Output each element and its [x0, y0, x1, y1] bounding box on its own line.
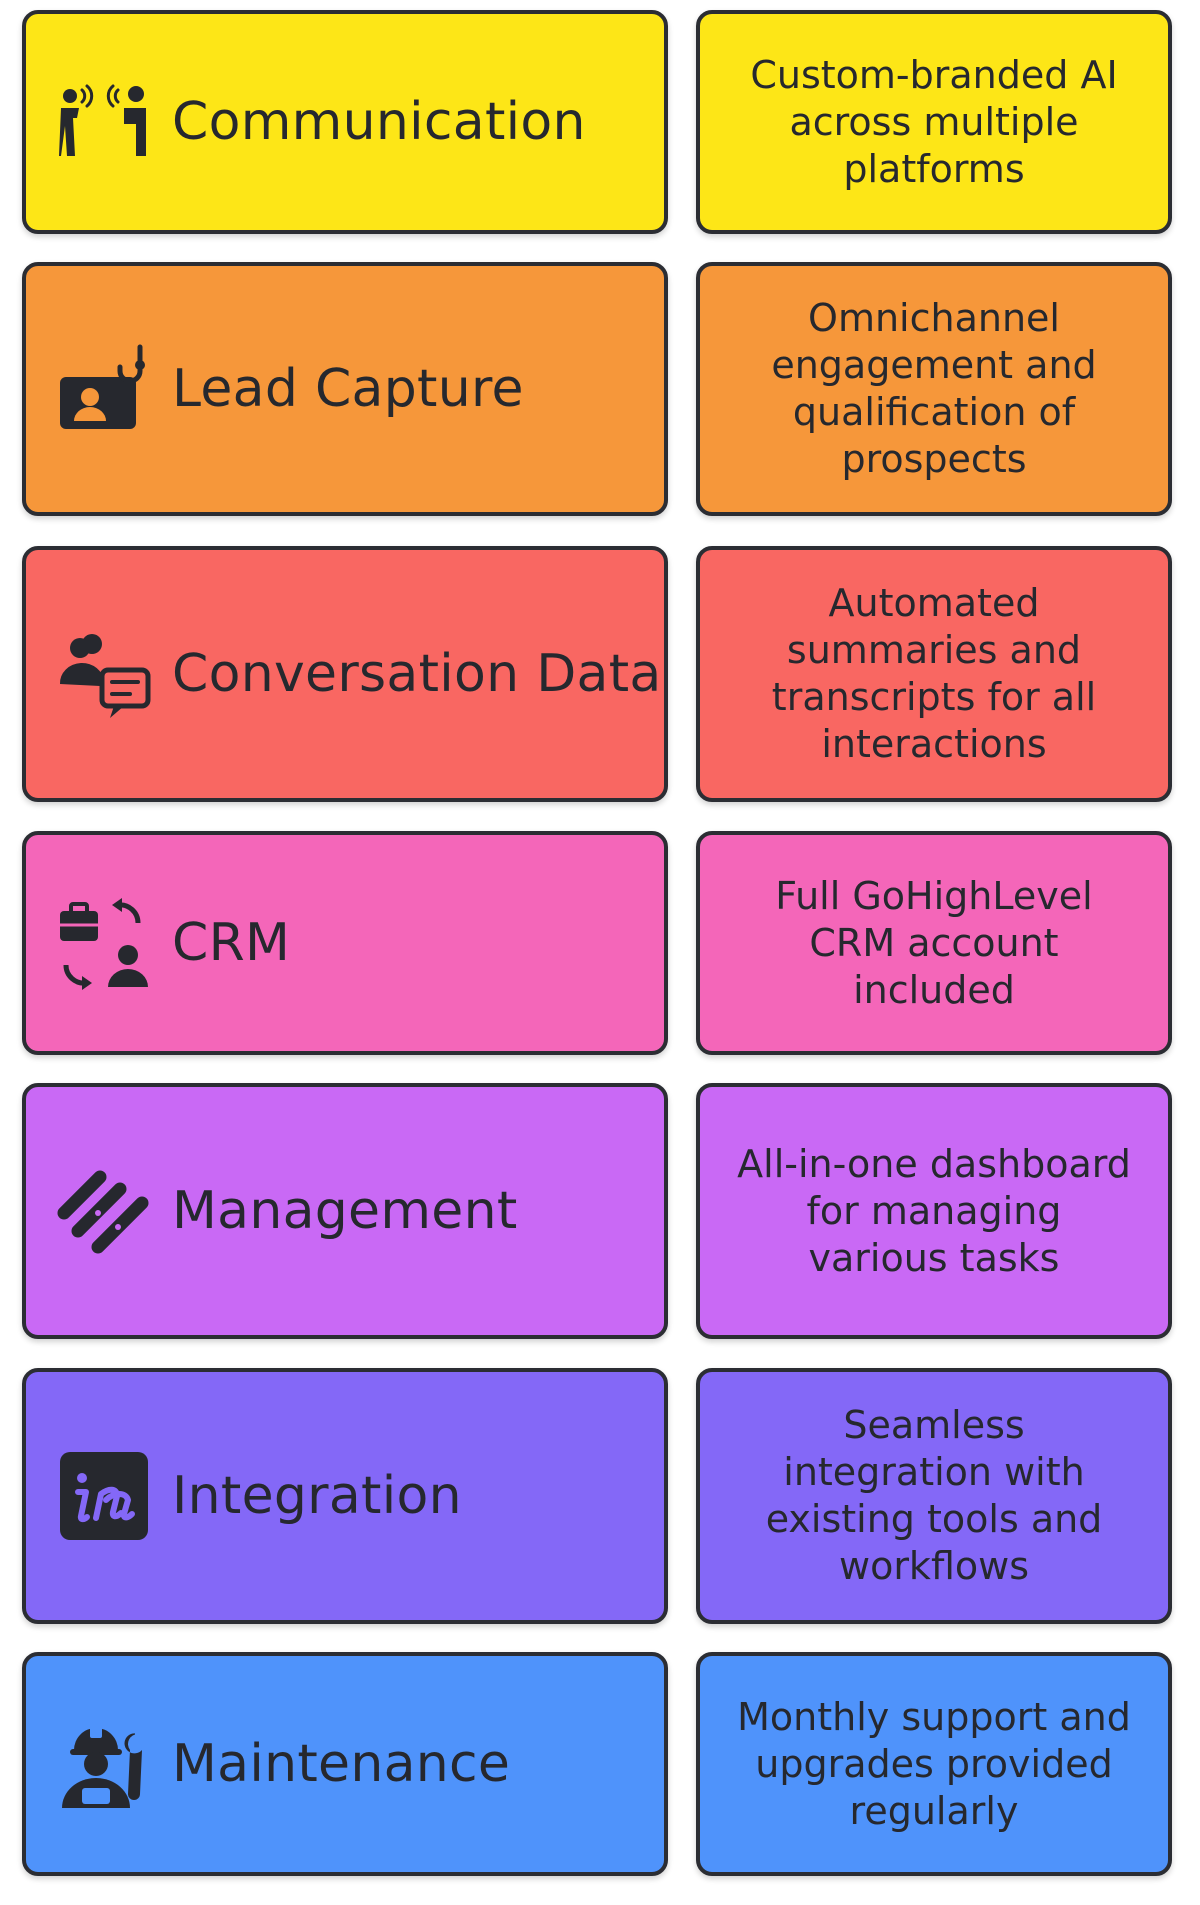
worker-wrench-icon [56, 1716, 152, 1812]
parallel-bars-icon [56, 1163, 152, 1259]
feature-card-management: Management [22, 1083, 668, 1339]
feature-description-card-communication: Custom-branded AI across multiple platfo… [696, 10, 1172, 234]
feature-description: All-in-one dashboard for managing variou… [737, 1141, 1131, 1280]
feature-title: CRM [172, 913, 291, 973]
feature-card-conversation-data: Conversation Data [22, 546, 668, 802]
feature-description: Monthly support and upgrades provided re… [737, 1694, 1131, 1833]
feature-title: Communication [172, 92, 586, 152]
feature-description: Omnichannel engagement and qualification… [771, 296, 1097, 481]
feature-description: Automated summaries and transcripts for … [771, 581, 1097, 766]
speaking-people-icon [56, 74, 152, 170]
feature-description: Custom-branded AI across multiple platfo… [750, 52, 1118, 191]
feature-description: Seamless integration with existing tools… [765, 1403, 1103, 1588]
feature-title: Lead Capture [172, 359, 524, 419]
feature-description-card-crm: Full GoHighLevel CRM account included [696, 831, 1172, 1055]
feature-title: Conversation Data [172, 644, 662, 704]
feature-card-maintenance: Maintenance [22, 1652, 668, 1876]
feature-card-lead-capture: Lead Capture [22, 262, 668, 516]
briefcase-user-exchange-icon [56, 895, 152, 991]
feature-description-card-lead-capture: Omnichannel engagement and qualification… [696, 262, 1172, 516]
feature-card-crm: CRM [22, 831, 668, 1055]
feature-card-integration: Integration [22, 1368, 668, 1624]
feature-description: Full GoHighLevel CRM account included [775, 873, 1093, 1012]
feature-description-card-management: All-in-one dashboard for managing variou… [696, 1083, 1172, 1339]
feature-title: Integration [172, 1466, 462, 1526]
contact-hook-icon [56, 341, 152, 437]
feature-description-card-integration: Seamless integration with existing tools… [696, 1368, 1172, 1624]
invision-logo-icon [56, 1448, 152, 1544]
users-chat-icon [56, 626, 152, 722]
feature-title: Management [172, 1181, 518, 1241]
feature-description-card-conversation-data: Automated summaries and transcripts for … [696, 546, 1172, 802]
feature-card-communication: Communication [22, 10, 668, 234]
feature-title: Maintenance [172, 1734, 511, 1794]
feature-description-card-maintenance: Monthly support and upgrades provided re… [696, 1652, 1172, 1876]
